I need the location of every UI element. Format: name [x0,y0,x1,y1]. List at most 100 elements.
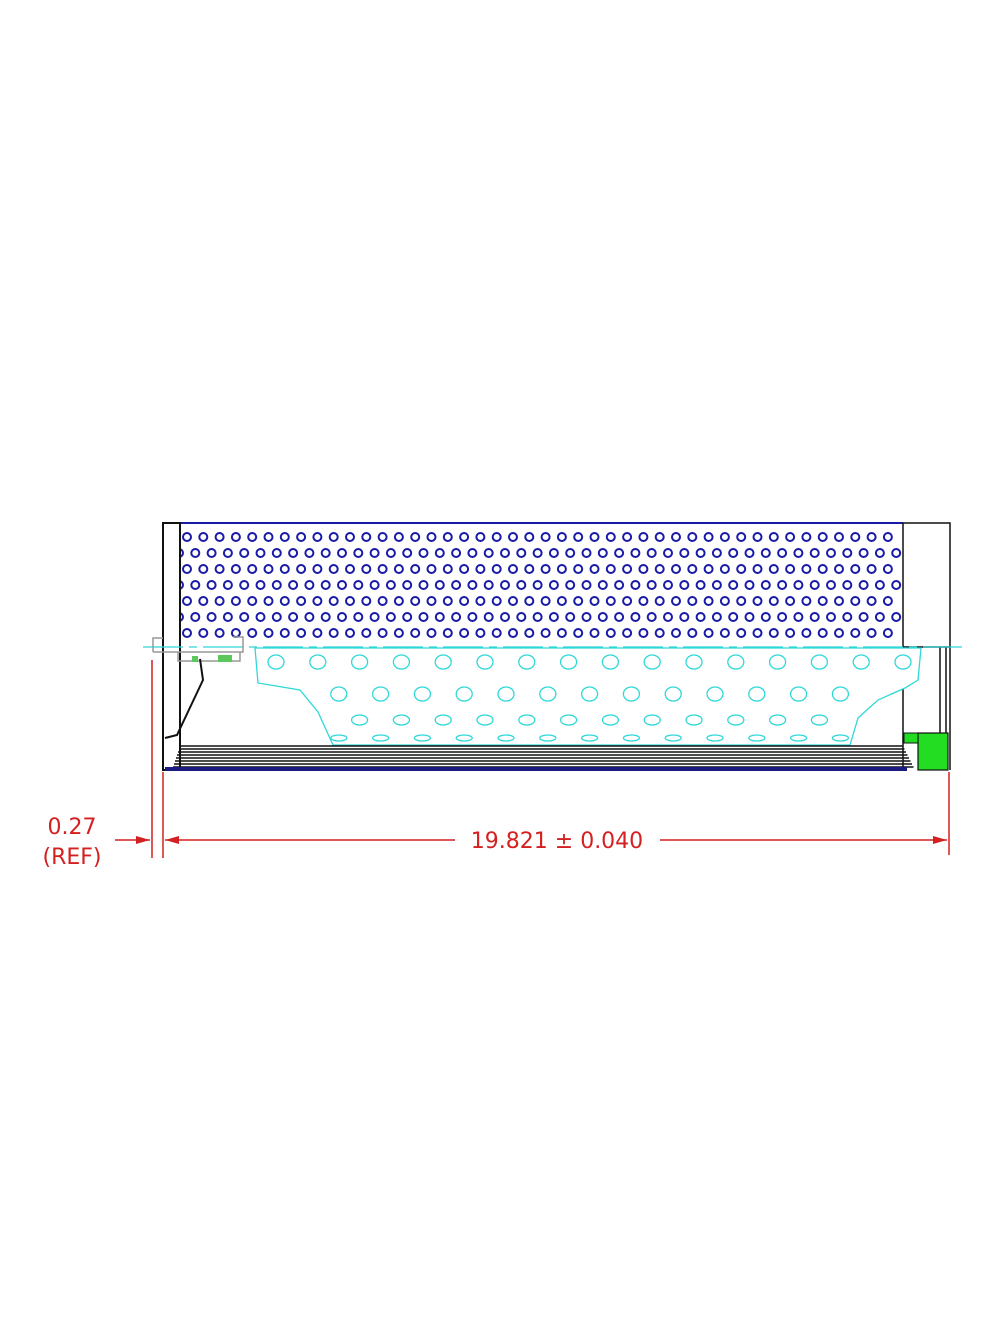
perforation-hole [475,628,486,638]
perforation-hole [711,612,722,622]
perforation-hole [255,548,266,558]
perforation-hole [548,612,559,622]
perforation-hole [182,596,192,606]
perforation-hole [230,596,241,606]
perforation-hole [328,564,339,574]
inner-core-hole [685,654,703,670]
perforation-hole [182,532,192,542]
inner-core-hole [497,734,515,742]
perforation-hole [239,548,250,558]
perforation-hole [736,532,747,542]
perforation-hole [695,612,706,622]
inner-core-hole [768,714,787,726]
perforation-hole [491,596,502,606]
perforation-hole [198,628,209,638]
perforation-hole [736,596,747,606]
perforation-hole [850,564,861,574]
perforation-hole [777,612,788,622]
inner-core-holes [267,654,912,742]
perforation-hole [703,532,714,542]
perforation-hole [312,564,323,574]
perforation-hole [320,548,331,558]
perforation-hole [630,612,641,622]
perforation-hole [752,532,763,542]
perforation-hole [605,532,616,542]
perforation-hole [866,628,877,638]
perforation-hole [402,548,413,558]
perforation-hole [671,564,681,574]
inner-core-hole [518,714,536,726]
perforation-hole [719,532,730,542]
perforation-hole [442,532,453,542]
perforation-hole [410,596,421,606]
perforation-hole [638,628,649,638]
perforation-hole [377,564,388,574]
perforation-hole [654,596,665,606]
perforation-hole [801,628,812,638]
perforation-hole [793,548,804,558]
perforation-hole [263,628,274,638]
perforation-hole [279,532,290,542]
perforation-hole [475,596,486,606]
perforation-hole [508,596,518,606]
perforation-hole [548,580,559,590]
perforation-hole [288,548,299,558]
inner-core-hole [622,734,641,742]
inner-core-hole [413,686,432,702]
perforation-hole [565,612,576,622]
inner-core-hole [810,654,829,670]
inner-core-hole [559,654,578,670]
perforation-hole [671,596,681,606]
perforation-hole [190,612,201,622]
perforation-hole [483,580,494,590]
inner-core-hole [664,734,682,742]
perforation-hole [638,596,649,606]
perforation-hole [882,596,893,606]
perforation-hole [605,628,616,638]
perforation-hole [508,564,518,574]
perforation-hole [214,532,225,542]
perforation-hole [882,532,893,542]
perforation-hole [328,532,339,542]
inner-core-hole [309,654,327,670]
perforation-hole [703,628,714,638]
perforation-hole [736,628,747,638]
perforation-hole [646,612,657,622]
perforation-hole [630,548,641,558]
perforation-hole [426,596,437,606]
inner-core-hole [768,654,787,670]
perforation-hole [296,596,307,606]
inner-core-hole [580,686,599,702]
perforation-hole [353,612,364,622]
perforation-hole [736,564,747,574]
inner-core-hole [476,714,494,726]
perforation-hole [385,612,396,622]
perforation-hole [524,596,535,606]
perforation-hole [467,580,478,590]
perforation-hole [882,628,893,638]
perforation-hole [654,628,665,638]
perforation-hole [842,612,853,622]
perforation-hole [361,628,372,638]
perforation-hole [393,596,404,606]
perforation-hole [597,612,608,622]
perforation-hole [540,628,551,638]
perforation-hole [711,580,722,590]
perforation-hole [345,532,355,542]
perforation-hole [255,580,266,590]
perforation-hole [353,548,364,558]
perforation-hole [589,596,600,606]
perforation-hole [442,628,453,638]
inner-core-hole [810,714,829,726]
perforation-hole [279,564,290,574]
perforation-hole [296,532,307,542]
perforation-hole [801,532,812,542]
perforation-hole [891,612,902,622]
perforation-hole [426,628,437,638]
perforation-hole [475,564,486,574]
inner-core-hole [497,686,515,702]
inner-core-hole [392,714,411,726]
perforation-hole [214,628,225,638]
perforation-hole [671,532,681,542]
perforation-hole [418,612,429,622]
